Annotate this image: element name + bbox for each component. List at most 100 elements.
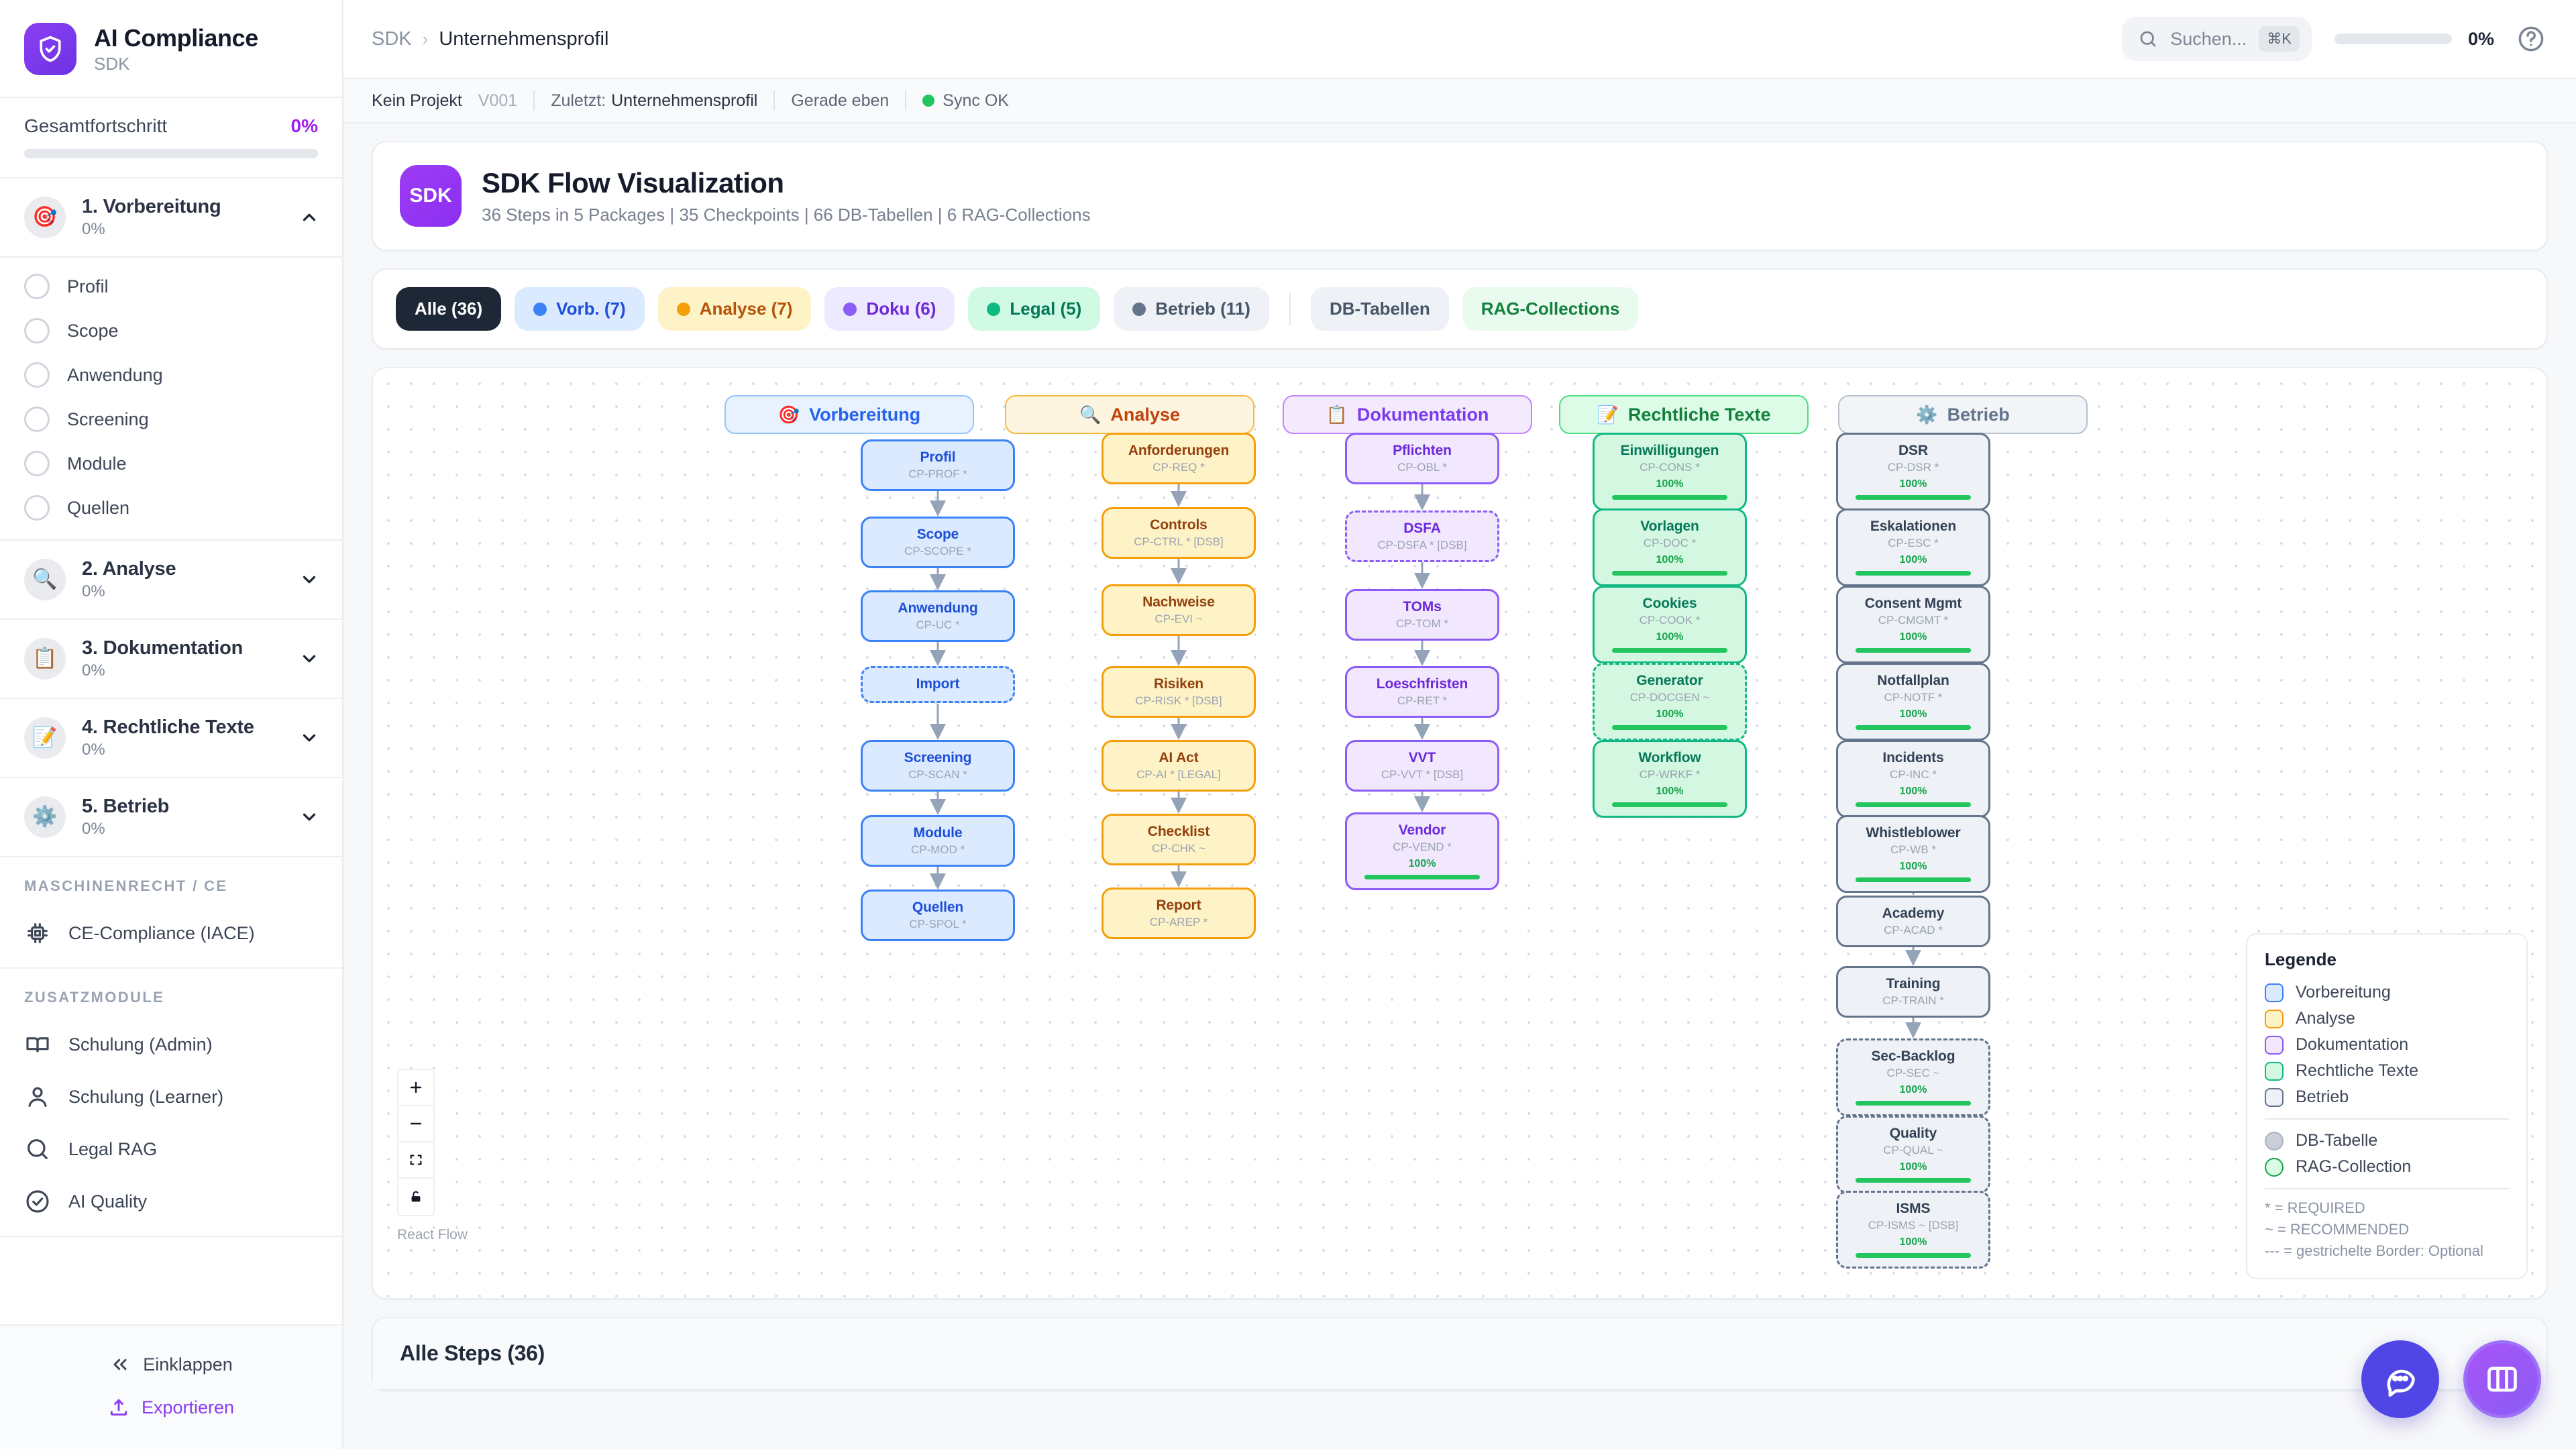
- chevron-down-icon[interactable]: [299, 728, 319, 748]
- flow-node-import[interactable]: Import: [861, 666, 1015, 703]
- flow-node-vendor[interactable]: VendorCP-VEND *100%: [1345, 812, 1499, 890]
- sidebar-item-schulung-learner[interactable]: Schulung (Learner): [0, 1071, 342, 1123]
- flow-node-notfallplan[interactable]: NotfallplanCP-NOTF *100%: [1836, 663, 1990, 741]
- step-status-radio[interactable]: [24, 274, 50, 299]
- flow-node-einwilligungen[interactable]: EinwilligungenCP-CONS *100%: [1593, 433, 1747, 511]
- flow-node-loeschfristen[interactable]: LoeschfristenCP-RET *: [1345, 666, 1499, 718]
- flow-node-controls[interactable]: ControlsCP-CTRL * [DSB]: [1102, 507, 1256, 559]
- node-title: Vendor: [1399, 822, 1446, 839]
- filter-chip-4[interactable]: Legal (5): [968, 287, 1100, 331]
- step-status-radio[interactable]: [24, 318, 50, 343]
- flow-node-anwendung[interactable]: AnwendungCP-UC *: [861, 590, 1015, 642]
- collapse-sidebar-button[interactable]: Einklappen: [0, 1343, 342, 1386]
- sidebar-phase-2[interactable]: 🔍2. Analyse0%: [0, 541, 342, 620]
- flow-node-eskalationen[interactable]: EskalationenCP-ESC *100%: [1836, 508, 1990, 586]
- entity-chip-0[interactable]: DB-Tabellen: [1311, 287, 1449, 331]
- flow-node-workflow[interactable]: WorkflowCP-WRKF *100%: [1593, 740, 1747, 818]
- sidebar-item-profil[interactable]: Profil: [0, 264, 342, 309]
- flow-diagram[interactable]: 🎯Vorbereitung🔍Analyse📋Dokumentation📝Rech…: [372, 367, 2548, 1299]
- sidebar-item-legal-rag[interactable]: Legal RAG: [0, 1123, 342, 1175]
- step-status-radio[interactable]: [24, 362, 50, 388]
- sidebar-item-anwendung[interactable]: Anwendung: [0, 353, 342, 397]
- node-progress-value: 100%: [1900, 554, 1927, 566]
- breadcrumb-item-root[interactable]: SDK: [372, 28, 412, 50]
- sidebar-phase-4[interactable]: 📝4. Rechtliche Texte0%: [0, 699, 342, 778]
- step-status-radio[interactable]: [24, 495, 50, 521]
- node-code: CP-VVT * [DSB]: [1381, 768, 1464, 781]
- step-status-radio[interactable]: [24, 407, 50, 432]
- chevron-up-icon[interactable]: [299, 207, 319, 227]
- filter-chip-0[interactable]: Alle (36): [396, 287, 501, 331]
- flow-node-risiken[interactable]: RisikenCP-RISK * [DSB]: [1102, 666, 1256, 718]
- flow-node-vvt[interactable]: VVTCP-VVT * [DSB]: [1345, 740, 1499, 792]
- node-progress-value: 100%: [1900, 708, 1927, 720]
- breadcrumb-item-current[interactable]: Unternehmensprofil: [439, 28, 608, 50]
- flow-node-vorlagen[interactable]: VorlagenCP-DOC *100%: [1593, 508, 1747, 586]
- flow-node-screening[interactable]: ScreeningCP-SCAN *: [861, 740, 1015, 792]
- flow-node-quellen[interactable]: QuellenCP-SPOL *: [861, 890, 1015, 941]
- flow-node-ai-act[interactable]: AI ActCP-AI * [LEGAL]: [1102, 740, 1256, 792]
- flow-node-checklist[interactable]: ChecklistCP-CHK ~: [1102, 814, 1256, 865]
- flow-group-header-5: ⚙️Betrieb: [1838, 395, 2088, 434]
- flow-node-toms[interactable]: TOMsCP-TOM *: [1345, 589, 1499, 641]
- flow-node-dsr[interactable]: DSRCP-DSR *100%: [1836, 433, 1990, 511]
- flow-node-nachweise[interactable]: NachweiseCP-EVI ~: [1102, 584, 1256, 636]
- fit-view-icon[interactable]: [398, 1142, 433, 1179]
- flow-node-module[interactable]: ModuleCP-MOD *: [861, 815, 1015, 867]
- sidebar-item-module[interactable]: Module: [0, 441, 342, 486]
- node-code: CP-DSR *: [1888, 461, 1939, 474]
- zoom-out-button[interactable]: [398, 1106, 433, 1142]
- flow-node-whistleblower[interactable]: WhistleblowerCP-WB *100%: [1836, 815, 1990, 893]
- brand-header[interactable]: AI Compliance SDK: [0, 0, 342, 98]
- entity-chip-1[interactable]: RAG-Collections: [1462, 287, 1639, 331]
- search-input[interactable]: Suchen... ⌘K: [2122, 17, 2312, 61]
- sidebar-item-schulung-admin[interactable]: Schulung (Admin): [0, 1018, 342, 1071]
- flow-node-profil[interactable]: ProfilCP-PROF *: [861, 439, 1015, 491]
- sidebar-phase-3[interactable]: 📋3. Dokumentation0%: [0, 620, 342, 699]
- chevron-down-icon[interactable]: [299, 649, 319, 669]
- filter-chip-2[interactable]: Analyse (7): [658, 287, 812, 331]
- flow-node-quality[interactable]: QualityCP-QUAL ~100%: [1836, 1116, 1990, 1193]
- group-label: Vorbereitung: [809, 405, 920, 425]
- sidebar-phase-5[interactable]: ⚙️5. Betrieb0%: [0, 778, 342, 857]
- flow-node-anforderungen[interactable]: AnforderungenCP-REQ *: [1102, 433, 1256, 484]
- chevron-down-icon[interactable]: [299, 570, 319, 590]
- sidebar-item-scope[interactable]: Scope: [0, 309, 342, 353]
- node-progress-value: 100%: [1656, 708, 1684, 720]
- lock-icon[interactable]: [398, 1179, 433, 1215]
- flow-node-pflichten[interactable]: PflichtenCP-OBL *: [1345, 433, 1499, 484]
- flow-node-cookies[interactable]: CookiesCP-COOK *100%: [1593, 586, 1747, 663]
- node-progress-bar: [1856, 495, 1971, 500]
- sidebar-item-quellen[interactable]: Quellen: [0, 486, 342, 530]
- sidebar-item-screening[interactable]: Screening: [0, 397, 342, 441]
- clipboard-icon: 📋: [24, 638, 66, 680]
- flow-node-report[interactable]: ReportCP-AREP *: [1102, 888, 1256, 939]
- node-code: CP-WRKF *: [1640, 768, 1701, 781]
- flow-node-sec-backlog[interactable]: Sec-BacklogCP-SEC ~100%: [1836, 1038, 1990, 1116]
- sidebar-item-ce-compliance-iace[interactable]: CE-Compliance (IACE): [0, 907, 342, 959]
- step-status-radio[interactable]: [24, 451, 50, 476]
- filter-chip-5[interactable]: Betrieb (11): [1114, 287, 1269, 331]
- filter-chip-1[interactable]: Vorb. (7): [515, 287, 645, 331]
- filter-chip-3[interactable]: Doku (6): [824, 287, 955, 331]
- flow-node-consent-mgmt[interactable]: Consent MgmtCP-CMGMT *100%: [1836, 586, 1990, 663]
- flow-node-incidents[interactable]: IncidentsCP-INC *100%: [1836, 740, 1990, 818]
- flow-node-generator[interactable]: GeneratorCP-DOCGEN ~100%: [1593, 663, 1747, 741]
- brand-subtitle: SDK: [94, 54, 258, 74]
- export-button[interactable]: Exportieren: [0, 1386, 342, 1429]
- chat-fab[interactable]: [2361, 1340, 2439, 1418]
- zoom-in-button[interactable]: [398, 1070, 433, 1106]
- sidebar-phase-1[interactable]: 🎯1. Vorbereitung0%: [0, 178, 342, 258]
- phase-percent: 0%: [82, 820, 283, 839]
- flow-node-academy[interactable]: AcademyCP-ACAD *: [1836, 896, 1990, 947]
- sidebar-item-ai-quality[interactable]: AI Quality: [0, 1175, 342, 1228]
- node-title: Incidents: [1882, 750, 1943, 766]
- chevron-down-icon[interactable]: [299, 807, 319, 827]
- help-circle-icon[interactable]: [2517, 25, 2545, 53]
- flow-node-scope[interactable]: ScopeCP-SCOPE *: [861, 517, 1015, 568]
- flow-node-isms[interactable]: ISMSCP-ISMS ~ [DSB]100%: [1836, 1191, 1990, 1269]
- panel-fab[interactable]: [2463, 1340, 2541, 1418]
- flow-node-dsfa[interactable]: DSFACP-DSFA * [DSB]: [1345, 511, 1499, 562]
- flow-node-training[interactable]: TrainingCP-TRAIN *: [1836, 966, 1990, 1018]
- flow-zoom-controls[interactable]: [397, 1069, 435, 1216]
